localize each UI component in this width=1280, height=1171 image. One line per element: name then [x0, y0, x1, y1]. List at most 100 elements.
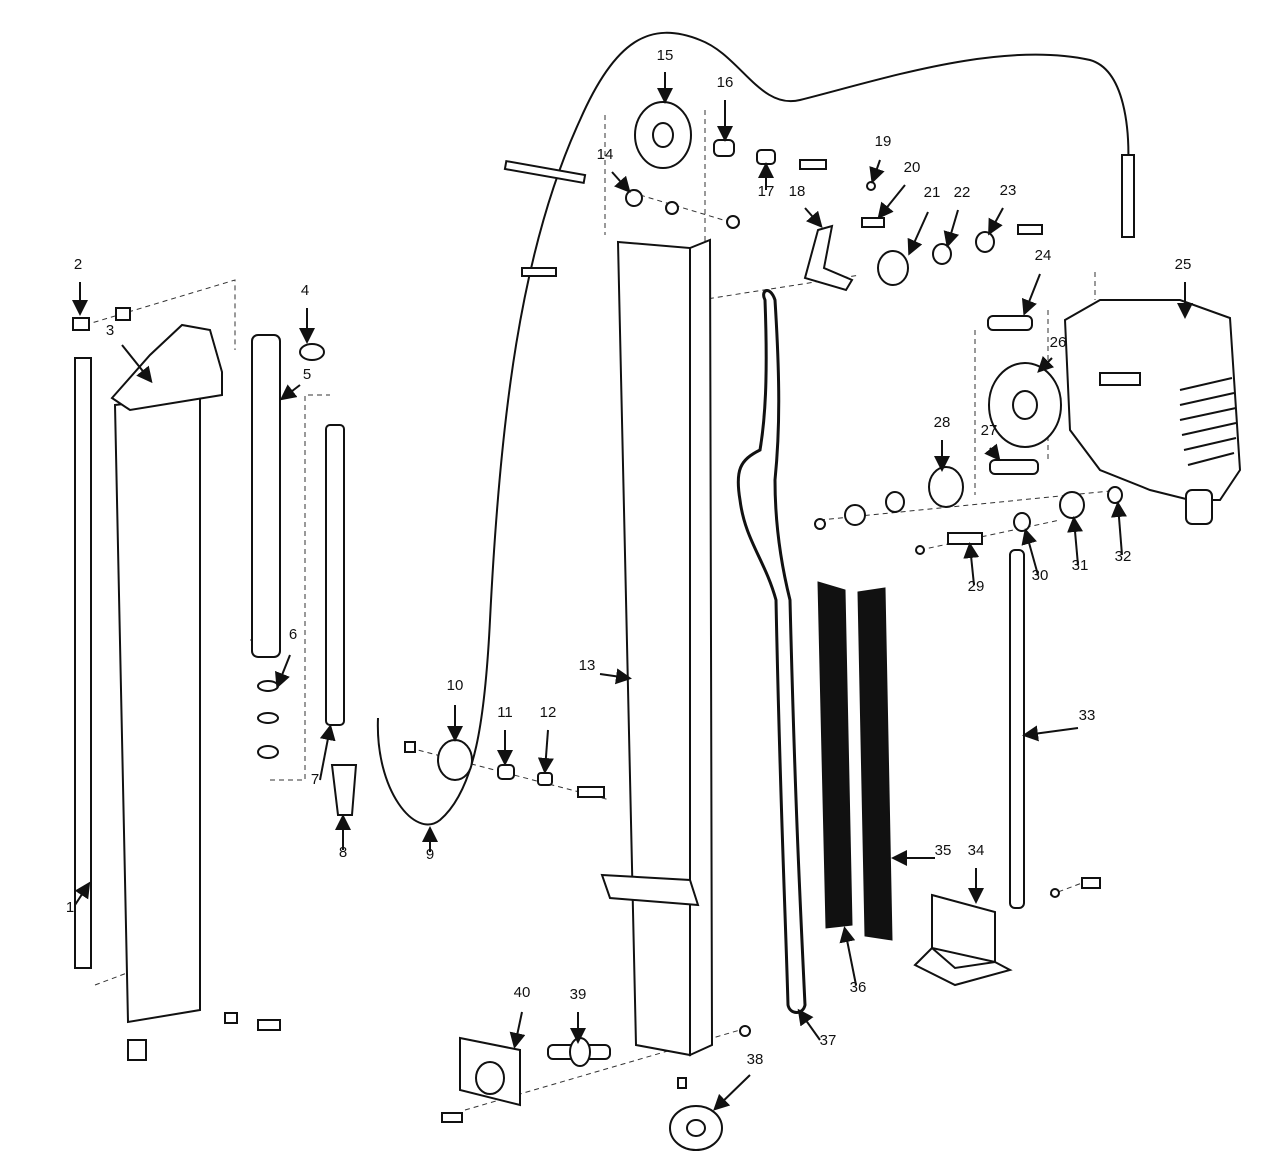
leader-arrow-26: [1037, 355, 1055, 373]
part-39-collar: [569, 1037, 591, 1067]
leader-arrow-30: [1021, 528, 1039, 576]
part-number-label: 29: [968, 578, 985, 595]
leader-arrow-33: [1022, 725, 1079, 742]
part-number-label: 8: [339, 844, 347, 861]
part-number-label: 15: [657, 47, 674, 64]
bolt: [799, 159, 827, 170]
bolt: [115, 307, 131, 321]
motor-cooling-fins: [1179, 377, 1237, 466]
leader-arrow-20: [877, 184, 906, 220]
bolt: [441, 1112, 463, 1123]
leader-arrow-31: [1067, 516, 1084, 566]
part-37-belt: [736, 289, 807, 1014]
leader-arrow-5: [279, 384, 301, 401]
part-number-label: 5: [303, 366, 311, 383]
part-14-nut: [625, 189, 643, 207]
part-number-label: 7: [311, 771, 319, 788]
leader-arrow-29: [963, 542, 980, 586]
part-number-label: 10: [447, 677, 464, 694]
part-22-bearing: [932, 243, 952, 265]
part-7-rod: [325, 424, 345, 726]
part-number-label: 12: [540, 704, 557, 721]
leader-arrow-21: [907, 211, 929, 256]
part-number-label: 11: [497, 704, 513, 721]
part-number-label: 25: [1175, 256, 1192, 273]
part-33-strip: [1009, 549, 1025, 909]
leader-arrow-18: [804, 207, 823, 228]
part-number-label: 4: [301, 282, 309, 299]
part-32-washer: [1107, 486, 1123, 504]
part-number-label: 28: [934, 414, 951, 431]
part-10-pulley: [437, 739, 473, 781]
part-number-label: 14: [597, 146, 614, 163]
part-number-label: 1: [66, 899, 74, 916]
part-number-label: 33: [1079, 707, 1096, 724]
bolt: [521, 267, 557, 277]
part-4-ring: [299, 343, 325, 361]
part-31-bearing: [1059, 491, 1085, 519]
bolt: [577, 786, 605, 798]
part-29-bolt: [947, 532, 983, 545]
leader-arrow-32: [1110, 501, 1127, 556]
part-13-upright: [616, 240, 691, 1057]
part-38-hub: [686, 1119, 706, 1137]
column-foot-nut: [127, 1039, 147, 1061]
part-9-cable: [376, 31, 1130, 826]
part-18-arm: [803, 224, 854, 292]
part-number-label: 40: [514, 984, 531, 1001]
upright-bracket: [600, 873, 700, 907]
part-number-label: 18: [789, 183, 806, 200]
part-20-pin: [861, 217, 885, 228]
leader-arrow-40: [509, 1011, 526, 1049]
part-number-label: 17: [758, 183, 775, 200]
part-number-label: 19: [875, 133, 892, 150]
leader-arrow-12: [537, 729, 554, 774]
part-number-label: 36: [850, 979, 867, 996]
part-40-bearing: [475, 1061, 505, 1095]
part-16-spacer: [713, 139, 735, 157]
part-number-label: 16: [717, 74, 734, 91]
nut: [665, 201, 679, 215]
motor-shaft: [1099, 372, 1141, 386]
part-number-label: 3: [106, 322, 114, 339]
motor-outlet: [1185, 489, 1213, 525]
leader-arrow-14: [611, 171, 631, 193]
leader-arrow-24: [1021, 273, 1041, 316]
leader-arrow-37: [797, 1008, 821, 1041]
nut: [814, 518, 826, 530]
leader-arrow-1: [74, 881, 91, 906]
part-3-column: [113, 393, 201, 1024]
bearing: [885, 491, 905, 513]
set-screw: [677, 1077, 687, 1089]
part-number-label: 39: [570, 986, 587, 1003]
part-number-label: 24: [1035, 247, 1052, 264]
part-28-pulley: [928, 466, 964, 508]
part-number-label: 2: [74, 256, 82, 273]
leader-arrow-7: [319, 724, 336, 781]
part-number-label: 37: [820, 1032, 837, 1049]
part-13-upright-side: [689, 238, 714, 1057]
part-number-label: 9: [426, 846, 434, 863]
nut: [224, 1012, 238, 1024]
part-27-shaft: [989, 459, 1039, 475]
bolt: [257, 1019, 281, 1031]
part-34-bracket-base: [913, 946, 1013, 987]
long-bolt: [503, 159, 587, 185]
part-11-spacer: [497, 764, 515, 780]
leader-arrow-38: [713, 1074, 751, 1111]
part-35-pad: [857, 587, 893, 941]
part-15-hub: [652, 122, 674, 148]
clip: [844, 504, 866, 526]
bolt: [1081, 877, 1101, 889]
leader-arrow-23: [988, 207, 1004, 236]
part-21-pulley: [877, 250, 909, 286]
part-23-clip: [975, 231, 995, 253]
part-26-hub: [1012, 390, 1038, 420]
leader-arrow-19: [869, 159, 885, 184]
part-number-label: 32: [1115, 548, 1132, 565]
part-number-label: 38: [747, 1051, 764, 1068]
part-number-label: 35: [935, 842, 952, 859]
nut: [726, 215, 740, 229]
